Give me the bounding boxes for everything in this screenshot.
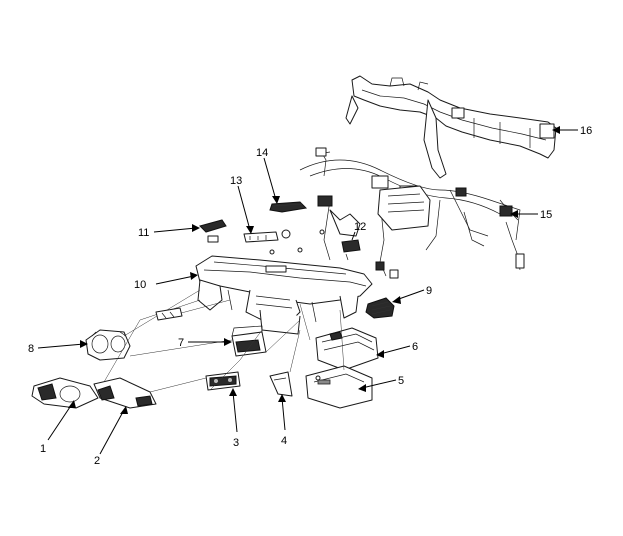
part-11-side-grille [199, 219, 227, 243]
callout-14: 14 [256, 147, 280, 204]
callout-label-4: 4 [281, 435, 287, 447]
callout-9: 9 [392, 285, 432, 304]
part-3-heater-control [205, 371, 241, 391]
part-6-glove-box-housing [315, 327, 379, 371]
callout-label-5: 5 [398, 375, 404, 387]
callout-5: 5 [358, 375, 404, 392]
part-1-instrument-cluster [31, 377, 99, 409]
callout-label-11: 11 [138, 227, 149, 239]
callout-label-10: 10 [134, 279, 146, 291]
callout-15: 15 [510, 209, 552, 221]
part-4-side-trim [269, 371, 293, 397]
callout-label-8: 8 [28, 343, 34, 355]
part-9-right-air-vent [365, 297, 395, 319]
callout-12: 12 [351, 221, 366, 241]
callout-4: 4 [278, 394, 287, 447]
callout-2: 2 [94, 406, 128, 467]
part-13-vent-bracket [243, 229, 291, 243]
callout-label-16: 16 [580, 125, 592, 137]
callout-10: 10 [134, 272, 198, 291]
callout-label-14: 14 [256, 147, 268, 159]
callout-label-3: 3 [233, 437, 239, 449]
callout-6: 6 [376, 341, 418, 358]
part-16-cowl-cross-bar [345, 75, 557, 179]
callout-11: 11 [138, 224, 200, 239]
callout-13: 13 [230, 175, 254, 234]
callout-label-7: 7 [178, 337, 184, 349]
part-12-switch-module [341, 239, 361, 261]
part-5-glove-box-door [305, 365, 373, 409]
callout-label-15: 15 [540, 209, 552, 221]
callout-label-13: 13 [230, 175, 242, 187]
part-2-cluster-garnish [93, 377, 157, 409]
callout-7: 7 [178, 337, 232, 349]
callout-label-12: 12 [354, 221, 366, 233]
callout-8: 8 [28, 340, 88, 355]
callout-label-9: 9 [426, 285, 432, 297]
part-7-head-unit [231, 325, 267, 357]
callout-label-6: 6 [412, 341, 418, 353]
callout-16: 16 [552, 125, 592, 137]
callout-label-1: 1 [40, 443, 46, 455]
part-8-cluster-fascia [85, 329, 131, 361]
part-10-crash-pad [195, 255, 373, 335]
callout-1: 1 [40, 400, 76, 455]
fasteners [155, 229, 325, 381]
callout-3: 3 [229, 388, 239, 449]
part-15-wiring-harness [299, 147, 525, 279]
callout-label-2: 2 [94, 455, 100, 467]
part-14-upper-cover [269, 201, 308, 213]
